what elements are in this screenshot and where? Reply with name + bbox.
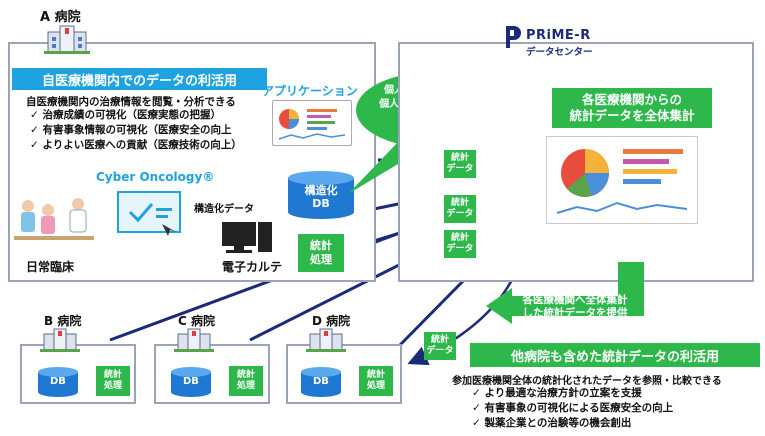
hospital-c-stats-box: 統計 処理: [229, 366, 263, 396]
stats-text-1: 統計: [366, 369, 385, 380]
emr-label: 電子カルテ: [222, 260, 283, 274]
datacenter-label: データセンター: [526, 47, 593, 58]
stats-text-1: 統計: [103, 369, 122, 380]
structured-data-label: 構造化データ: [194, 204, 254, 215]
shared-use-banner: 他病院も含めた統計データの利活用: [470, 343, 760, 367]
hospital-building-icon: [40, 328, 80, 352]
internal-use-subtitle: 自医療機関内の治療情報を閲覧・分析できる: [26, 96, 236, 108]
aggregate-text-1: 各医療機関からの: [581, 92, 682, 108]
stats-data-tag: 統計 データ: [444, 230, 476, 258]
stats-tag-text-2: データ: [426, 346, 454, 356]
stats-data-tag: 統計 データ: [424, 332, 456, 360]
daily-clinical-label: 日常臨床: [26, 260, 75, 274]
aggregate-dashboard-icon: [546, 136, 698, 224]
structured-db-text-1: 構造化: [304, 184, 338, 197]
shared-benefit-list: より最適な治療方針の立案を支援 有害事象の可視化による医療安全の向上 製薬企業と…: [472, 386, 673, 431]
shared-benefit-item: 製薬企業との治験等の機会創出: [472, 416, 673, 431]
stats-processing-text-1: 統計: [310, 239, 332, 253]
stats-text-2: 処理: [236, 381, 255, 391]
stats-tag-text-2: データ: [446, 164, 474, 174]
stats-text-2: 処理: [366, 381, 385, 391]
shared-use-subtitle: 参加医療機関全体の統計化されたデータを参照・比較できる: [452, 376, 722, 387]
provide-arrow-shape: [486, 262, 644, 324]
provide-text-2: した統計データを提供: [522, 307, 628, 319]
stats-tag-text-2: データ: [446, 244, 474, 254]
hospital-building-icon: [174, 328, 214, 352]
prime-r-logo-icon: [506, 26, 521, 48]
internal-use-banner: 自医療機関内でのデータの利活用: [12, 68, 267, 90]
hospital-c-db-icon: [171, 367, 211, 397]
stats-text-1: 統計: [236, 369, 255, 380]
structured-db-text-2: DB: [312, 197, 330, 210]
hospital-d-label: D 病院: [312, 314, 351, 328]
aggregate-text-2: 統計データを全体集計: [569, 108, 695, 123]
hospital-d-stats-box: 統計 処理: [359, 366, 393, 396]
hospital-building-icon: [306, 328, 346, 352]
shared-benefit-item: 有害事象の可視化による医療安全の向上: [472, 401, 673, 416]
aggregate-box: 各医療機関からの 統計データを全体集計: [552, 88, 712, 128]
hospital-b-db-label: DB: [50, 376, 66, 387]
stats-data-tag: 統計 データ: [444, 195, 476, 223]
provide-arrow-text: 各医療機関へ全体集計 した統計データを提供: [512, 294, 638, 320]
stats-tag-text-1: 統計: [450, 197, 469, 208]
internal-benefit-item: 有害事象情報の可視化（医療安全の向上: [30, 123, 242, 138]
internal-benefit-item: よりよい医療への貢献（医療技術の向上）: [30, 138, 241, 153]
internal-use-banner-text: 自医療機関内でのデータの利活用: [41, 73, 237, 89]
hospital-c-label: C 病院: [178, 314, 215, 328]
stats-processing-box-a: 統計 処理: [298, 234, 344, 272]
stats-tag-text-1: 統計: [430, 334, 449, 345]
shared-benefit-item: より最適な治療方針の立案を支援: [472, 386, 673, 401]
hospital-a-label: A 病院: [40, 10, 81, 25]
structured-db-cylinder: 構造化 DB: [286, 170, 356, 220]
emr-computer-icon: [222, 222, 272, 253]
cyber-oncology-label: Cyber Oncology®: [96, 170, 215, 184]
stats-text-2: 処理: [103, 381, 122, 391]
hospital-d-db-label: DB: [313, 376, 329, 387]
hospital-d-db-icon: [301, 367, 341, 397]
hospital-b-label: B 病院: [44, 314, 82, 328]
application-label: アプリケーション: [262, 84, 358, 98]
application-dashboard-icon: [272, 100, 352, 146]
internal-benefit-item: 治療成績の可視化（医療実態の把握）: [30, 108, 242, 123]
provide-text-1: 各医療機関へ全体集計: [522, 294, 628, 306]
hospital-b-db-icon: [38, 367, 78, 397]
stats-tag-text-1: 統計: [450, 152, 469, 163]
stats-tag-text-1: 統計: [450, 232, 469, 243]
stats-tag-text-2: データ: [446, 209, 474, 219]
prime-r-logo-text: PRiME-R: [526, 28, 591, 43]
hospital-b-stats-box: 統計 処理: [96, 366, 130, 396]
stats-data-tag: 統計 データ: [444, 150, 476, 178]
hospital-building-icon: [44, 25, 90, 54]
internal-benefit-list: 治療成績の可視化（医療実態の把握） 有害事象情報の可視化（医療安全の向上 よりよ…: [30, 108, 242, 153]
hospital-c-db-label: DB: [183, 376, 199, 387]
stats-processing-text-2: 処理: [310, 253, 332, 266]
cyber-oncology-terminal-icon: [117, 191, 181, 236]
shared-use-banner-text: 他病院も含めた統計データの利活用: [510, 349, 719, 365]
clinician-patient-icon: [14, 198, 94, 240]
